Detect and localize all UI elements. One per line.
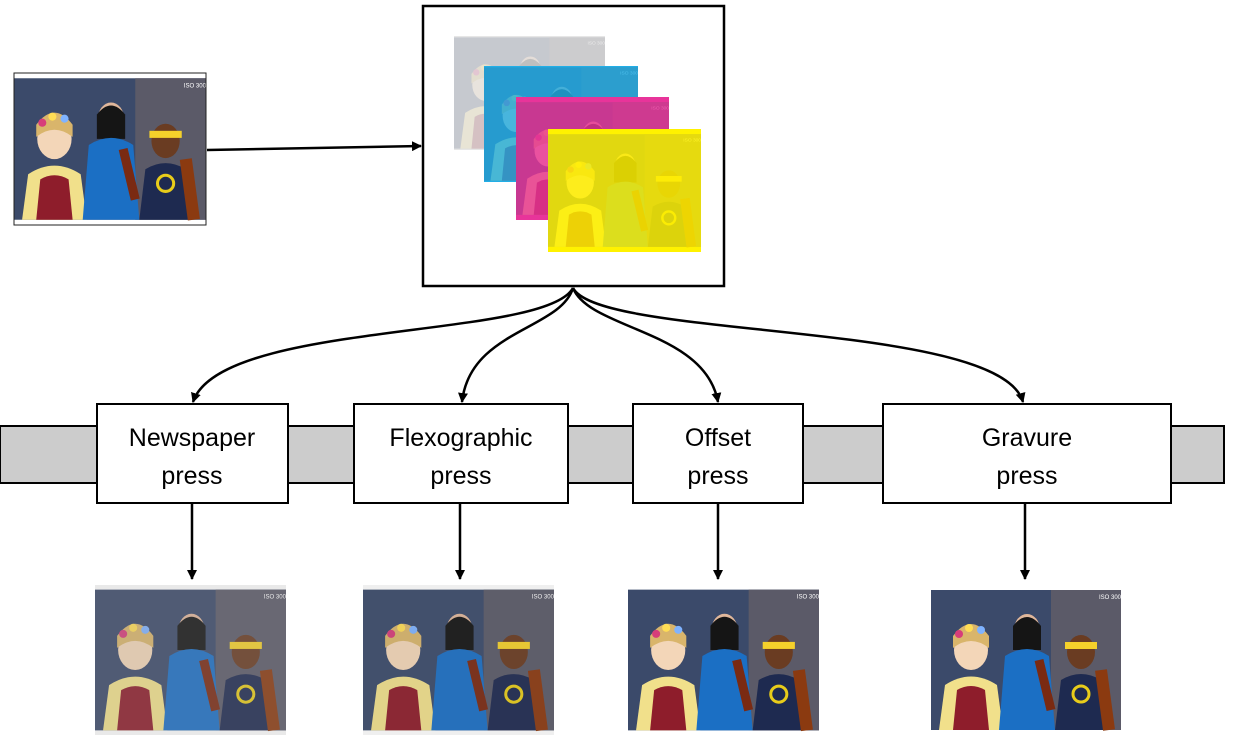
press-offset: Offset press bbox=[632, 403, 804, 504]
output-photo-gravure bbox=[931, 590, 1122, 730]
output-photo-offset bbox=[628, 590, 820, 731]
separation-yellow-plate bbox=[548, 129, 701, 252]
press-offset-line2: press bbox=[687, 462, 748, 490]
press-flexographic: Flexographic press bbox=[353, 403, 569, 504]
press-flexographic-line2: press bbox=[430, 462, 491, 490]
arrow-to-gravure bbox=[571, 287, 1026, 403]
arrow-to-newspaper bbox=[191, 287, 575, 403]
press-newspaper-line2: press bbox=[161, 462, 222, 490]
press-gravure-line1: Gravure bbox=[982, 424, 1072, 452]
press-newspaper: Newspaper press bbox=[96, 403, 289, 504]
branch-arrows bbox=[191, 287, 1026, 403]
press-gravure-line2: press bbox=[996, 462, 1057, 490]
press-gravure: Gravure press bbox=[882, 403, 1172, 504]
arrow-to-flexographic bbox=[458, 287, 575, 403]
arrow-to-offset bbox=[571, 287, 722, 403]
output-photo-flexographic bbox=[363, 585, 554, 735]
output-photo-newspaper bbox=[95, 585, 286, 735]
press-newspaper-line1: Newspaper bbox=[129, 424, 255, 452]
press-offset-line1: Offset bbox=[685, 424, 751, 452]
press-flexographic-line1: Flexographic bbox=[389, 424, 532, 452]
arrow-to-separations bbox=[206, 141, 422, 152]
source-photo bbox=[13, 72, 207, 226]
color-separation-box bbox=[421, 4, 726, 288]
